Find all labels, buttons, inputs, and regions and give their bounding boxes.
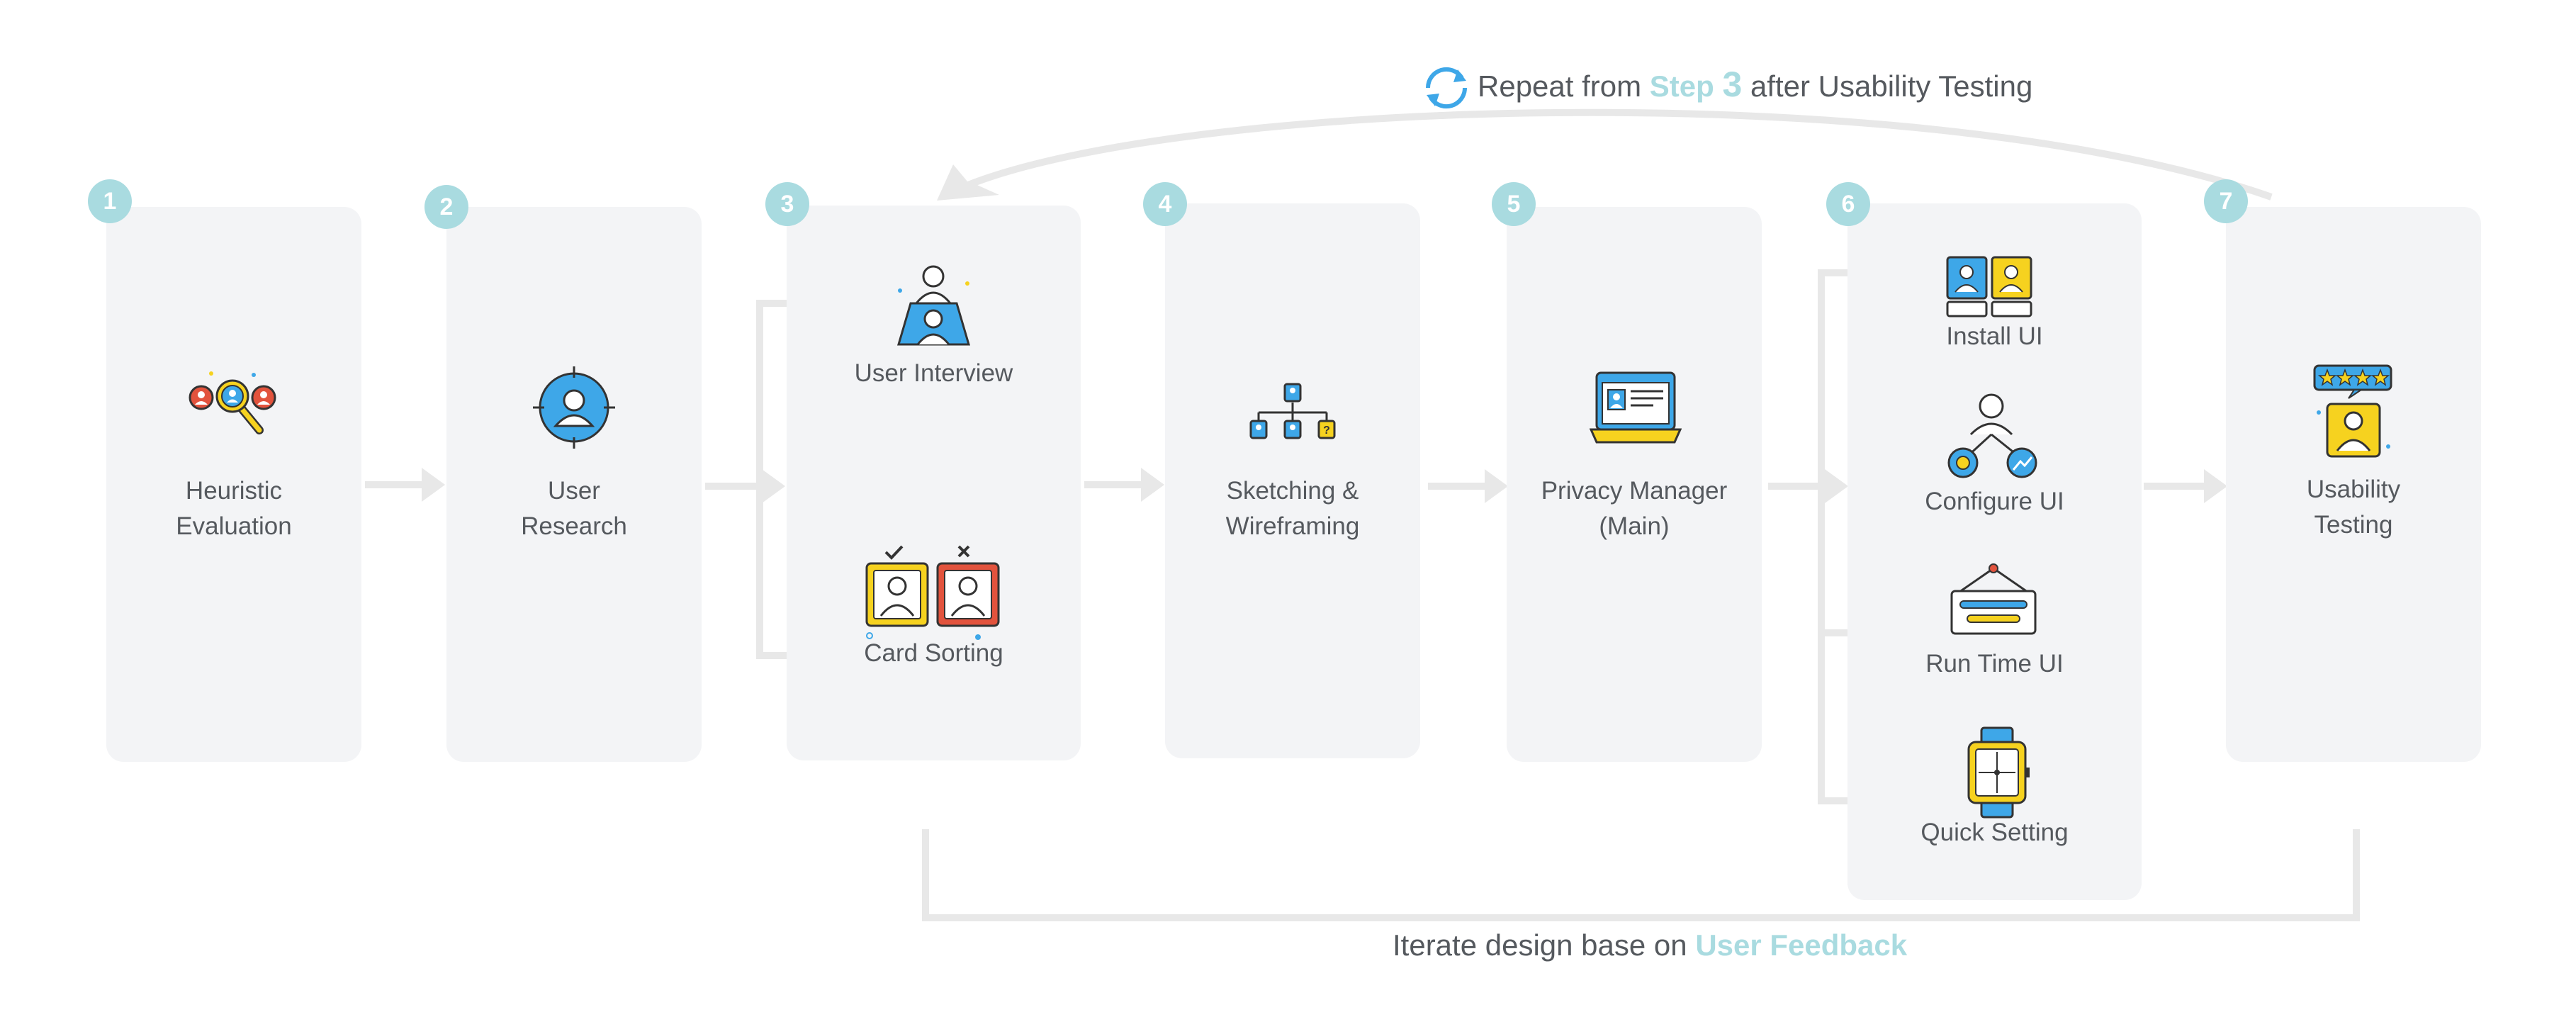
run-time-ui-label: Run Time UI [1925,650,2064,678]
laptop-profile-icon [1589,369,1682,446]
quick-setting-label: Quick Setting [1920,819,2069,846]
refresh-icon [1421,62,1472,113]
wireframe-tree-icon: ? [1249,383,1337,439]
runtime-ui-icon [1947,561,2040,639]
configure-ui-icon [1945,392,2041,484]
step-1-badge: 1 [88,179,132,223]
user-interview-label: User Interview [854,359,1013,387]
step-2-badge: 2 [424,185,468,229]
card-sorting-icon [861,542,1006,641]
install-ui-label: Install UI [1946,322,2043,350]
step-5-badge: 5 [1492,182,1536,226]
step-4-card [1165,203,1420,758]
configure-ui-label: Configure UI [1925,488,2064,515]
repeat-note: Repeat from Step 3 after Usability Testi… [1478,64,2033,104]
step-2-card [446,207,702,762]
step-1-card [106,207,361,762]
rating-user-icon [2312,361,2397,461]
iterate-note: Iterate design base on User Feedback [1393,928,1908,962]
step-5-card [1507,207,1762,762]
step-6-badge: 6 [1826,182,1870,226]
user-interview-icon [889,262,978,351]
card-sorting-label: Card Sorting [864,639,1003,667]
step-5-label: Privacy Manager(Main) [1541,477,1728,540]
smartwatch-icon [1962,726,2032,819]
heuristic-magnifier-icon [183,365,282,436]
step-7-badge: 7 [2204,179,2248,223]
step-4-badge: 4 [1143,182,1187,226]
user-target-icon [531,365,617,450]
install-ui-icon [1945,255,2034,319]
step-4-label: Sketching &Wireframing [1225,477,1360,540]
step-3-badge: 3 [765,182,809,226]
svg-text:?: ? [1323,425,1330,437]
step-7-card [2226,207,2481,762]
